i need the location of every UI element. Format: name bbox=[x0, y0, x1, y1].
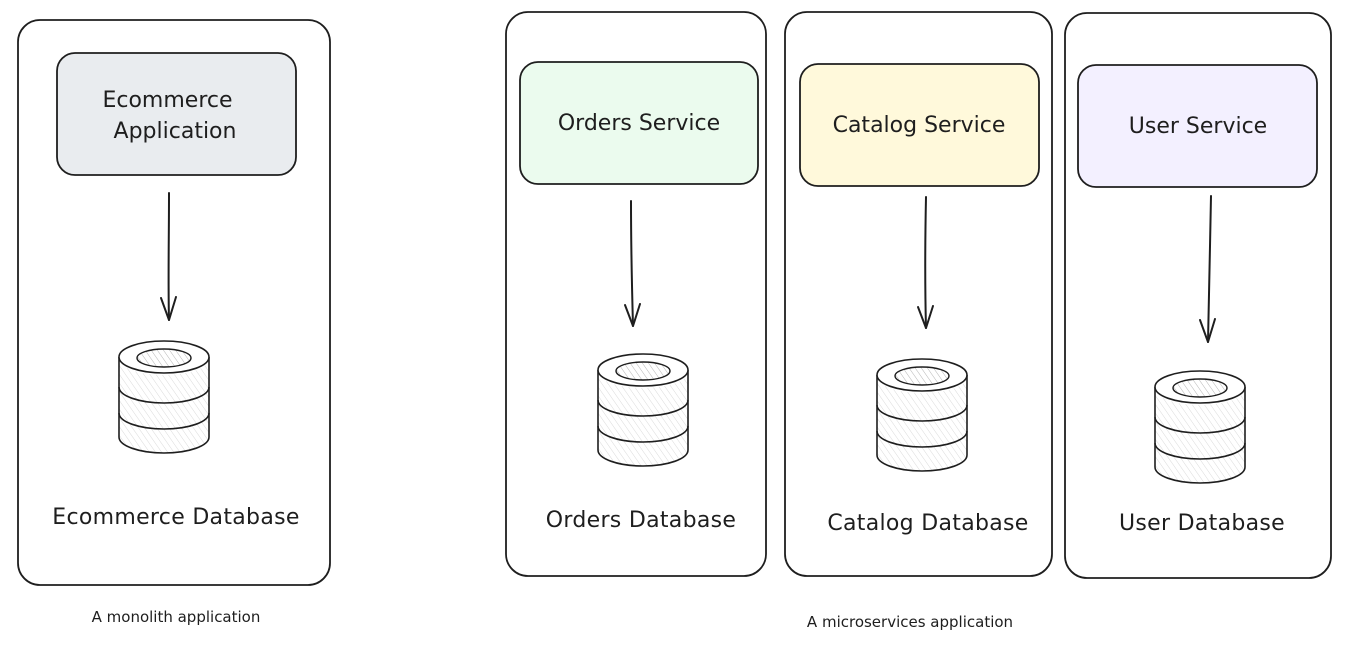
orders-service-label: Orders Service bbox=[558, 111, 720, 136]
ecommerce-application-box bbox=[56, 52, 297, 176]
database-icon bbox=[1154, 370, 1246, 484]
database-icon bbox=[876, 358, 968, 472]
orders-database-label: Orders Database bbox=[546, 508, 736, 533]
user-service-box bbox=[1077, 64, 1318, 188]
user-group: User Service User Database bbox=[1064, 12, 1332, 579]
catalog-database-label: Catalog Database bbox=[827, 511, 1028, 536]
ecommerce-application-label-line2: Application bbox=[114, 119, 237, 144]
ecommerce-database-label: Ecommerce Database bbox=[52, 505, 299, 530]
catalog-service-label: Catalog Service bbox=[833, 113, 1006, 138]
database-icon bbox=[597, 353, 689, 467]
catalog-service-box bbox=[799, 63, 1040, 187]
user-database-label: User Database bbox=[1119, 511, 1285, 536]
user-service-label: User Service bbox=[1129, 114, 1267, 139]
monolith-group: Ecommerce Application Ecommerce Database… bbox=[17, 19, 331, 626]
arrow-down-icon bbox=[917, 196, 934, 329]
catalog-group: Catalog Service Catalog Database bbox=[784, 11, 1053, 577]
orders-group: Orders Service Orders Database bbox=[505, 11, 767, 577]
database-icon bbox=[118, 340, 210, 454]
monolith-caption: A monolith application bbox=[92, 608, 261, 626]
microservices-caption: A microservices application bbox=[807, 613, 1013, 631]
orders-service-box bbox=[519, 61, 759, 185]
arrow-down-icon bbox=[1199, 195, 1216, 343]
arrow-down-icon bbox=[624, 200, 641, 327]
arrow-down-icon bbox=[160, 192, 177, 321]
ecommerce-application-label: Ecommerce Application bbox=[102, 88, 239, 144]
ecommerce-application-label-line1: Ecommerce bbox=[102, 88, 232, 113]
